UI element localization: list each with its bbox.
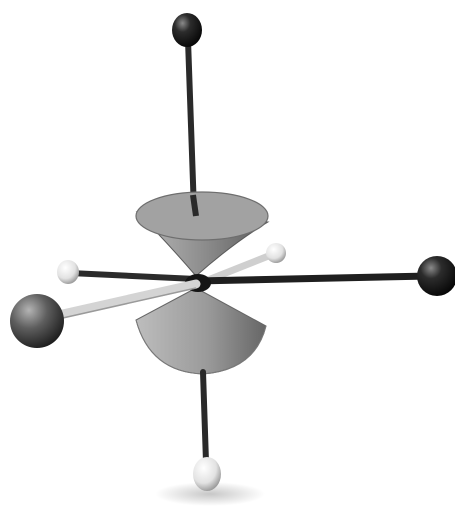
atom-back-right xyxy=(266,243,286,263)
bond-left-back xyxy=(70,273,196,279)
lower-lobe xyxy=(136,288,266,374)
atom-left-back xyxy=(57,260,79,284)
atom-top xyxy=(172,13,202,47)
atom-right xyxy=(417,256,455,296)
atom-front-left xyxy=(10,294,64,348)
bond-right xyxy=(196,276,430,281)
bond-bottom xyxy=(203,372,206,462)
atom-bottom xyxy=(193,457,221,491)
